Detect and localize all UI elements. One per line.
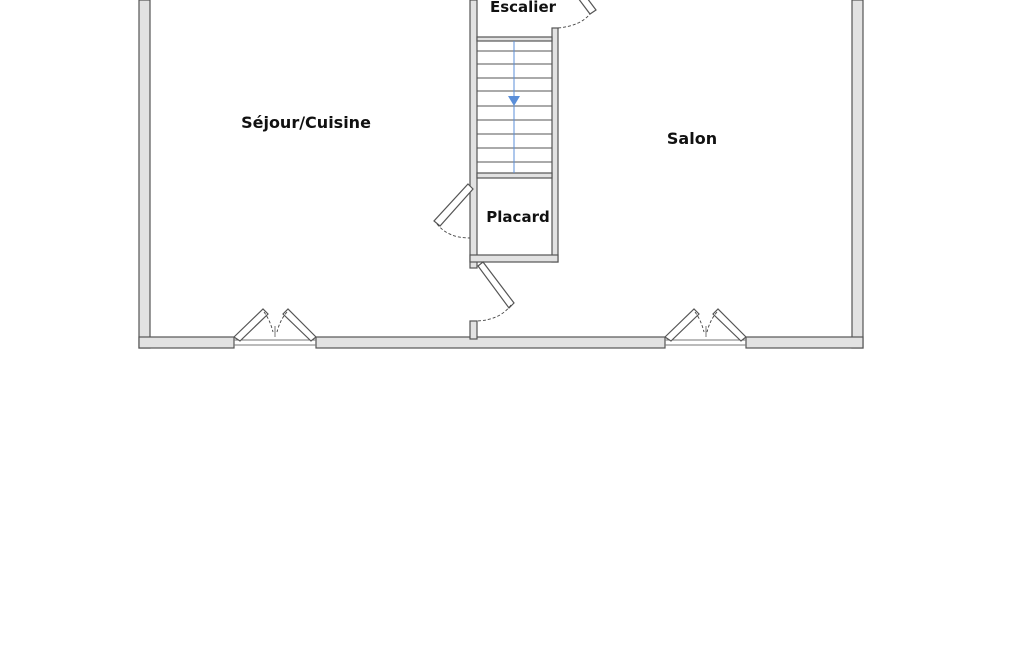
partition-top-landing	[476, 36, 553, 42]
wall-bottom-2	[315, 336, 666, 349]
partition-left-lower	[469, 320, 478, 340]
door-escalier	[557, 0, 597, 29]
partition-stair-placard	[476, 172, 553, 179]
room-label-sejour: Séjour/Cuisine	[241, 113, 371, 132]
wall-bottom-1	[138, 336, 235, 349]
outer-walls	[138, 0, 864, 349]
room-label-placard: Placard	[486, 208, 549, 226]
doors	[233, 0, 747, 342]
wall-left	[138, 0, 151, 349]
partition-bottom	[469, 254, 559, 263]
room-label-escalier: Escalier	[490, 0, 557, 16]
partition-left	[469, 0, 478, 269]
room-label-salon: Salon	[667, 129, 717, 148]
french-window-left	[233, 308, 317, 342]
wall-right	[851, 0, 864, 349]
partition-right	[551, 27, 559, 263]
door-placard	[433, 183, 474, 239]
window-openings	[234, 339, 746, 346]
french-window-right	[664, 308, 747, 342]
arrow-down-icon	[508, 96, 520, 106]
door-between-rooms	[476, 261, 515, 322]
wall-bottom-3	[745, 336, 864, 349]
staircase	[477, 41, 552, 173]
